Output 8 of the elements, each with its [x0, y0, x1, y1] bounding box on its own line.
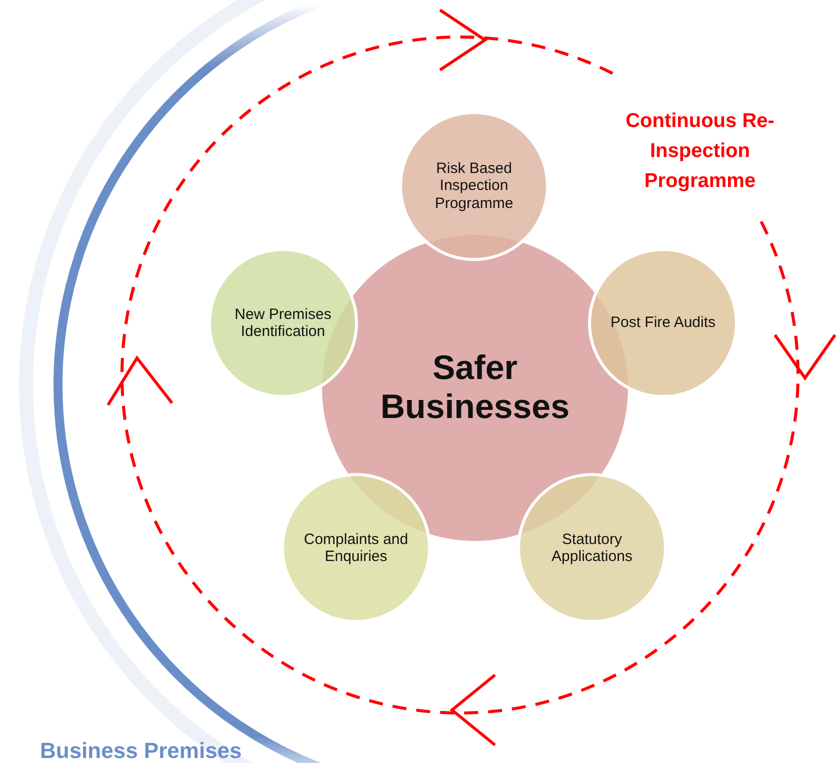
circle-label: Risk Based Inspection Programme [434, 160, 514, 212]
circle-label: New Premises Identification [234, 306, 332, 340]
circle-label: Statutory Applications [550, 530, 634, 566]
circle-label: Safer Businesses [380, 348, 570, 428]
circle-label: Complaints and Enquiries [302, 530, 410, 566]
circle-label: Post Fire Audits [610, 314, 716, 332]
section-title: Business Premises [40, 737, 243, 763]
cycle-label: Continuous Re-Inspection Programme [624, 109, 776, 194]
